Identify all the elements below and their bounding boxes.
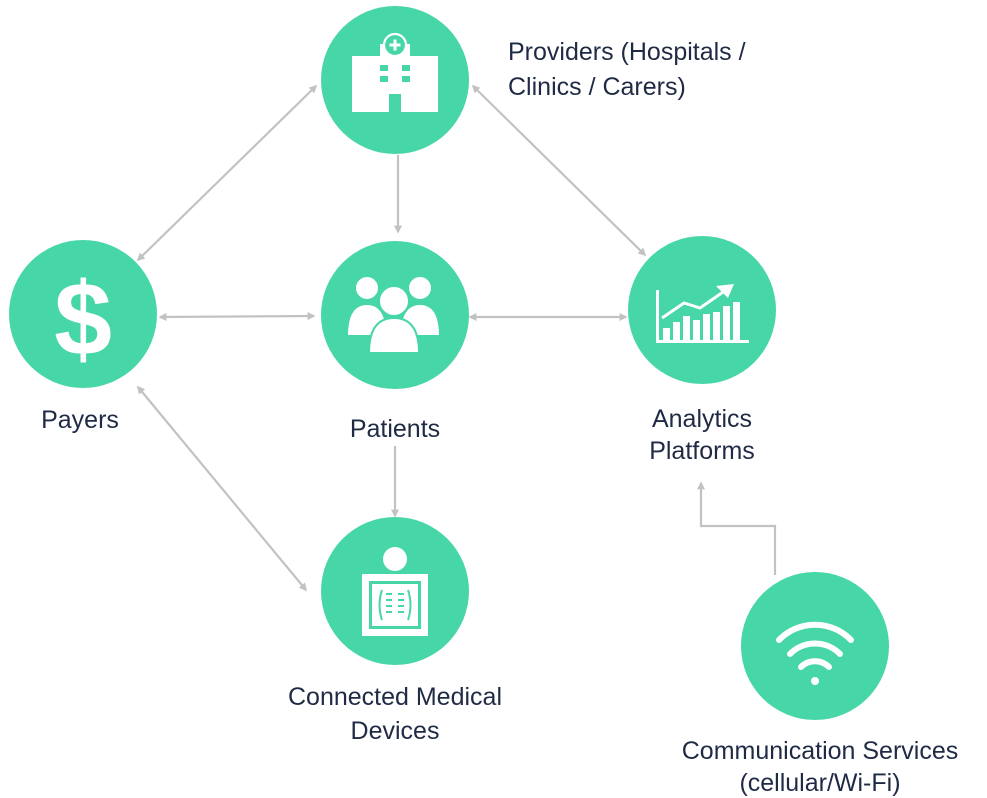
xray-device-icon [362, 547, 428, 636]
node-devices: Connected Medical Devices [288, 517, 502, 745]
payers-label: Payers [41, 406, 119, 434]
payers-circle [9, 240, 157, 388]
edge-providers-analytics [471, 84, 647, 257]
patients-label: Patients [350, 415, 440, 443]
node-payers: $ Payers [9, 240, 157, 434]
node-patients: Patients [321, 241, 469, 443]
edge-providers-payers [136, 84, 318, 262]
edges [136, 84, 777, 592]
bar-chart-trend-icon [656, 284, 749, 343]
analytics-circle [628, 236, 776, 384]
dollar-icon: $ [54, 262, 112, 378]
edge-communication-analytics [697, 481, 777, 575]
devices-label-line2: Devices [351, 717, 440, 745]
communication-label-line1: Communication Services [682, 737, 959, 765]
analytics-label-line2: Platforms [649, 437, 755, 465]
node-analytics: Analytics Platforms [628, 236, 776, 465]
edge-payers-patients [158, 312, 316, 321]
providers-label-line1: Providers (Hospitals / [508, 38, 746, 66]
node-providers: Providers (Hospitals / Clinics / Carers) [321, 6, 746, 154]
node-communication: Communication Services (cellular/Wi-Fi) [682, 572, 959, 797]
devices-label-line1: Connected Medical [288, 683, 502, 711]
hospital-icon [352, 32, 438, 112]
wifi-icon [776, 621, 854, 685]
analytics-label-line1: Analytics [652, 405, 752, 433]
communication-label-line2: (cellular/Wi-Fi) [739, 769, 900, 797]
edge-payers-devices [136, 385, 308, 592]
providers-label-line2: Clinics / Carers) [508, 73, 686, 101]
people-group-icon [345, 275, 442, 354]
